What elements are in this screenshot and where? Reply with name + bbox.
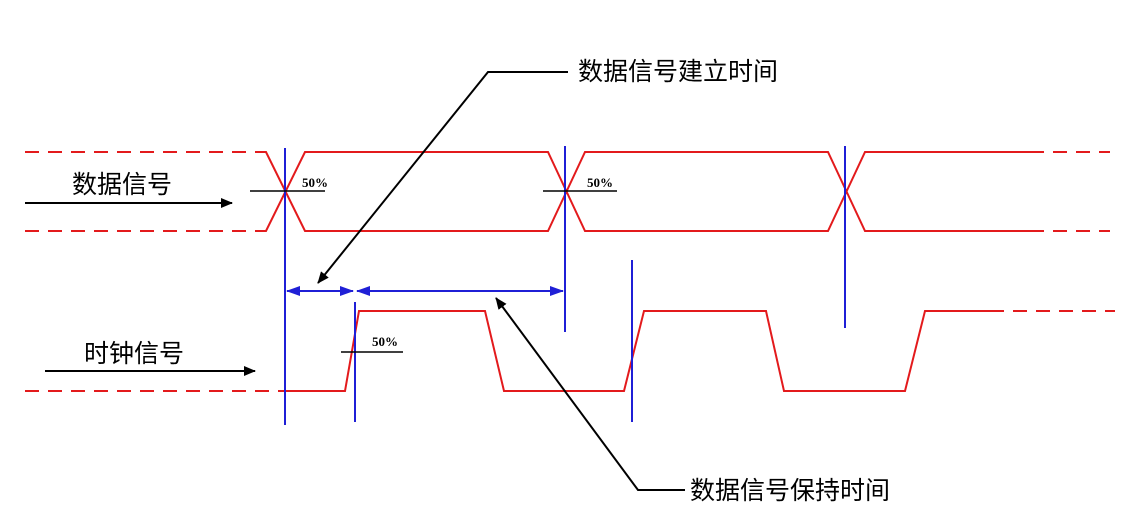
fifty-percent-ticks bbox=[250, 190, 617, 353]
fifty-percent-label: 50% bbox=[587, 175, 613, 190]
hold-time-label: 数据信号保持时间 bbox=[690, 476, 891, 505]
clock-signal-dashed-lines bbox=[25, 310, 1115, 392]
clock-signal-label: 时钟信号 bbox=[84, 339, 185, 368]
clock-signal-waveform bbox=[282, 310, 990, 392]
data-signal-dashed-lines bbox=[25, 151, 1110, 232]
setup-time-leader bbox=[317, 71, 568, 284]
fifty-percent-label: 50% bbox=[302, 175, 328, 190]
data-signal-waveform bbox=[262, 151, 1030, 232]
setup-time-label: 数据信号建立时间 bbox=[578, 57, 779, 86]
fifty-percent-label: 50% bbox=[372, 334, 398, 349]
data-signal-label: 数据信号 bbox=[72, 170, 173, 199]
hold-time-leader bbox=[495, 297, 685, 491]
timing-marker-lines bbox=[284, 146, 846, 425]
